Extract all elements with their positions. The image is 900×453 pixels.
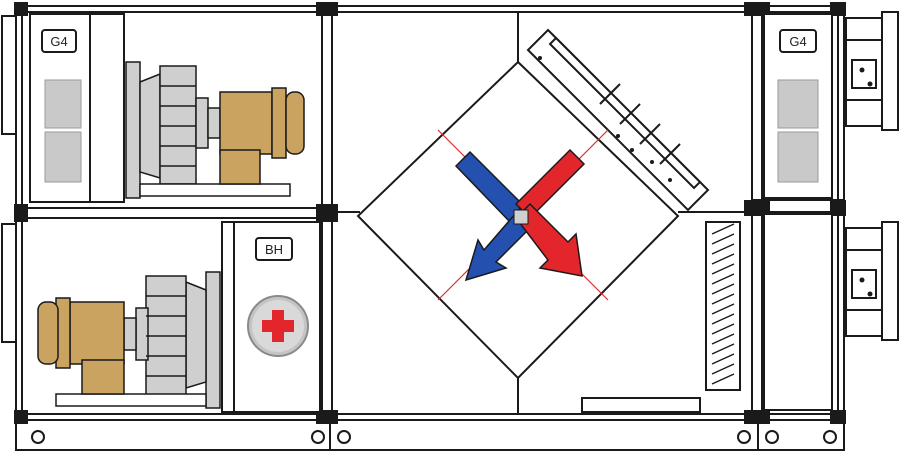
motor-bottom: [37, 297, 125, 395]
wheel-6: [823, 430, 837, 444]
heater-badge: BH: [255, 237, 293, 261]
left-flanges: [1, 15, 17, 343]
fan-bottom: [123, 271, 221, 409]
supply-arrow: [514, 148, 586, 277]
top-left-section: G4: [29, 13, 305, 203]
bypass-damper: [526, 28, 710, 212]
recuperator-section: [356, 28, 741, 413]
filter-cassette-left: [44, 79, 82, 183]
wheel-5: [765, 430, 779, 444]
right-dampers: [845, 11, 899, 341]
base-rail: [15, 419, 845, 451]
drip-eliminator: [705, 221, 741, 391]
right-section: G4: [763, 13, 833, 411]
wheels: [31, 430, 837, 444]
filter-label-right: G4: [789, 34, 806, 49]
heater-label: BH: [265, 242, 283, 257]
wheel-2: [311, 430, 325, 444]
wheel-4: [737, 430, 751, 444]
damper-dots: [538, 56, 672, 182]
wheel-3: [337, 430, 351, 444]
filter-badge-left: G4: [41, 29, 77, 53]
wheel-1: [31, 430, 45, 444]
corner-blocks: [14, 2, 846, 424]
center-marker: [513, 209, 529, 225]
heater-icon: [247, 295, 309, 357]
filter-badge-right: G4: [779, 29, 817, 53]
damper-actuator-dots: [859, 67, 873, 297]
motor-top: [219, 87, 305, 185]
filter-label-left: G4: [50, 34, 67, 49]
drain-tray: [581, 397, 701, 413]
filter-cassette-right: [777, 79, 819, 183]
fan-top: [125, 61, 221, 199]
bottom-left-section: BH: [37, 221, 321, 413]
